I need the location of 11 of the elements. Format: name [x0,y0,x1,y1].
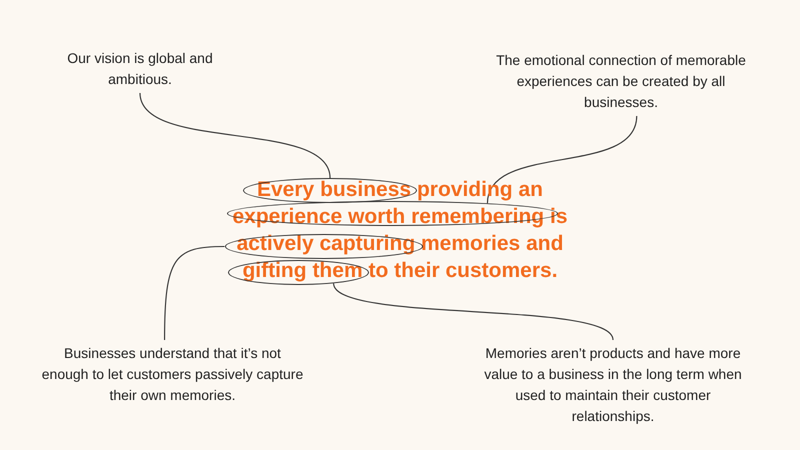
leader-line [164,246,225,340]
annotation-text: Memories aren’t products and have more value to a business in the long term when used to maintain their customer relationships. [478,343,748,427]
highlight-ellipse [243,178,418,203]
highlight-ellipse [228,260,369,285]
annotation-text: Our vision is global and ambitious. [55,48,225,90]
leader-line [139,92,331,178]
annotation-text: The emotional connection of memorable experiences can be created by all businesses. [490,50,752,113]
leader-line [333,283,614,340]
annotation-text: Businesses understand that it’s not enough to let customers passively capture their own memories. [40,343,305,406]
leader-line [486,116,638,204]
highlight-ellipse [224,234,424,259]
